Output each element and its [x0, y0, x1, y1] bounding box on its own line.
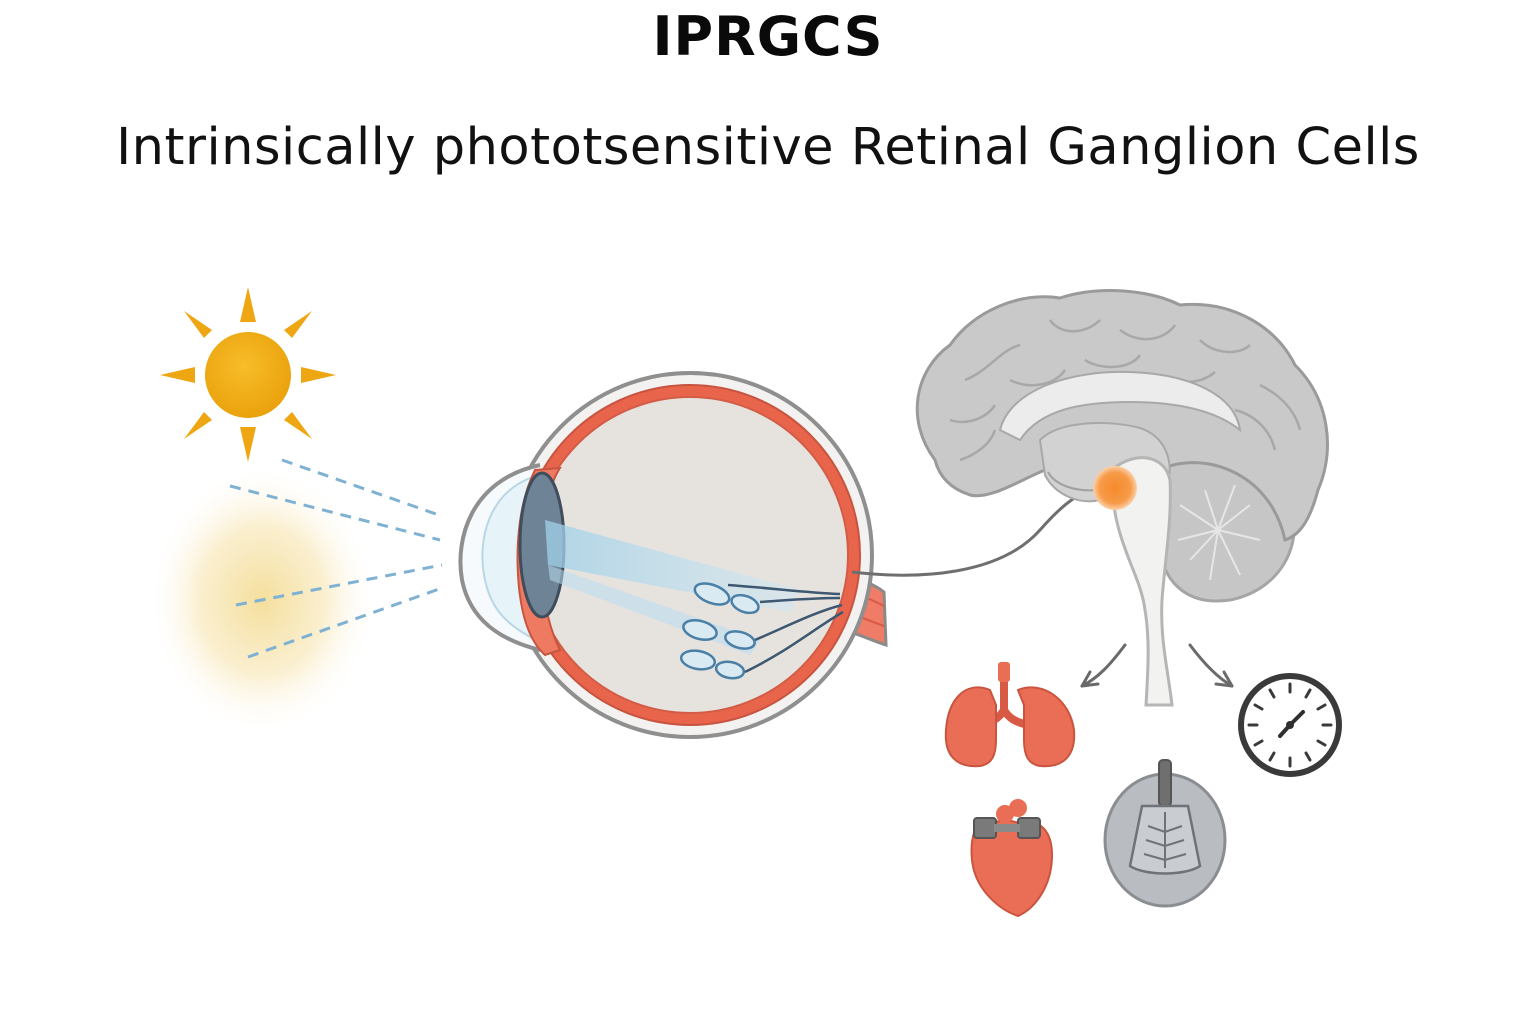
clock-icon — [1238, 673, 1342, 777]
heart-icon — [970, 799, 1054, 918]
light-rays — [229, 458, 443, 659]
lungs-icon — [944, 662, 1076, 768]
retinal-ganglion-cells — [679, 582, 760, 680]
page-title: IPRGCS — [652, 5, 884, 68]
retinohypothalamic-tract — [851, 486, 1103, 577]
brain-sagittal — [915, 289, 1329, 707]
pineal-gland-icon — [1103, 759, 1227, 908]
sun-icon — [160, 287, 336, 462]
eye-cross-section — [458, 371, 888, 739]
page-subtitle: Intrinsically phototsensitive Retinal Ga… — [116, 118, 1420, 177]
output-arrows — [1080, 643, 1234, 688]
light-beam — [545, 520, 800, 612]
scn-nucleus — [1093, 466, 1137, 510]
